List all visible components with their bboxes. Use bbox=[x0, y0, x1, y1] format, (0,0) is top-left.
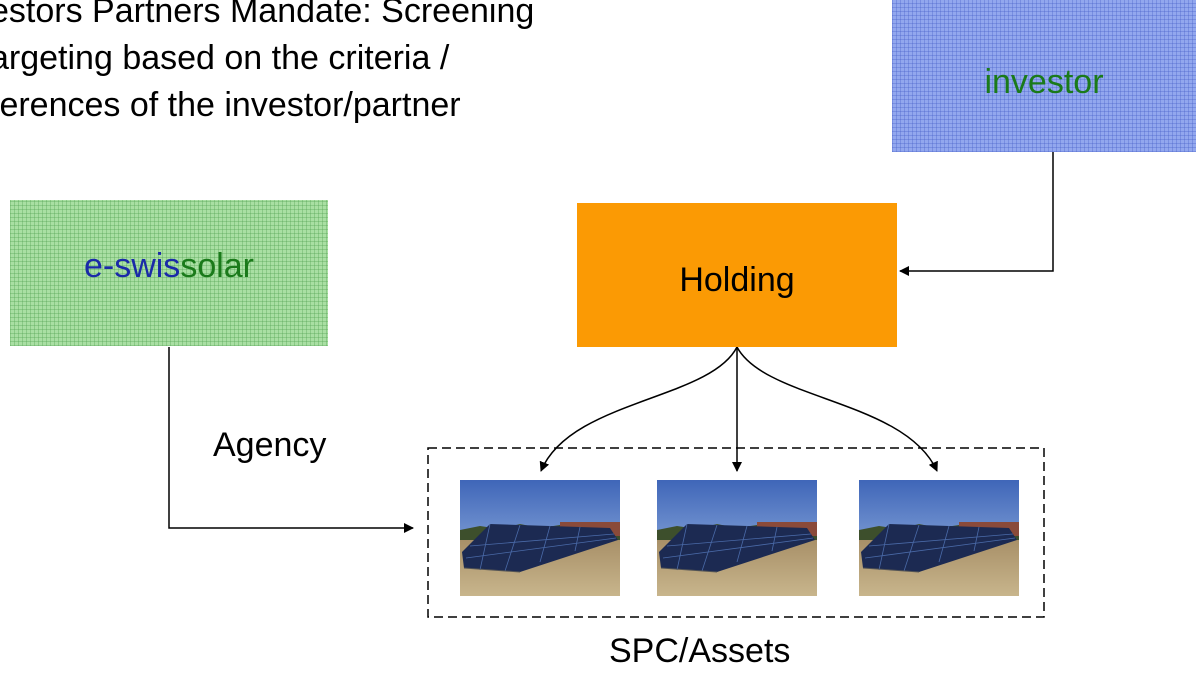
investor-node: investor bbox=[892, 0, 1196, 152]
mandate-heading: estors Partners Mandate: Screening arget… bbox=[0, 0, 890, 129]
holding-to-asset-right-arrow bbox=[736, 346, 938, 472]
heading-line-2: argeting based on the criteria / bbox=[0, 39, 450, 77]
solar-panel-photo-3 bbox=[859, 480, 1019, 596]
heading-line-3: ferences of the investor/partner bbox=[0, 86, 461, 124]
heading-line-1: estors Partners Mandate: Screening bbox=[0, 0, 535, 30]
spc-assets-label: SPC/Assets bbox=[609, 632, 791, 670]
solar-panel-photo-2 bbox=[657, 480, 817, 596]
holding-to-asset-left-arrow bbox=[539, 346, 738, 472]
eswissolar-node: e-swissolar bbox=[10, 200, 328, 346]
investor-label: investor bbox=[984, 62, 1104, 101]
investor-to-holding-arrow bbox=[899, 152, 1054, 276]
holding-node: Holding bbox=[577, 203, 897, 347]
holding-label: Holding bbox=[679, 260, 795, 299]
agency-arrow bbox=[168, 347, 414, 533]
solar-panel-photo-1 bbox=[460, 480, 620, 596]
eswissolar-label-part-b: solar bbox=[180, 246, 255, 285]
spc-assets-group bbox=[427, 447, 1045, 618]
agency-label: Agency bbox=[213, 426, 327, 464]
eswissolar-label: e-swissolar bbox=[84, 247, 254, 286]
eswissolar-label-part-a: e-swis bbox=[83, 246, 181, 285]
